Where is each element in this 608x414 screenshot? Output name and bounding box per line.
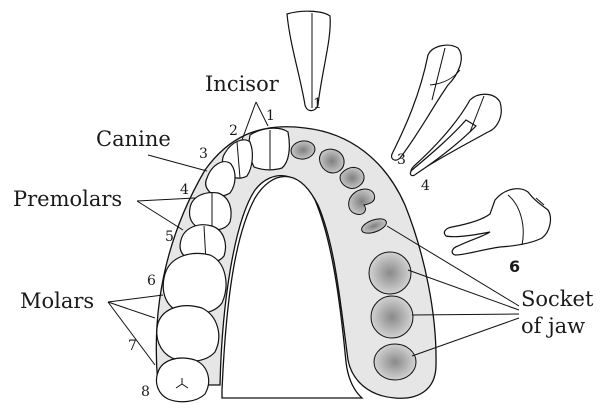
tooth-number-4: 4 bbox=[421, 178, 430, 194]
socket-canine bbox=[340, 167, 364, 188]
arch-number-1: 1 bbox=[266, 108, 275, 124]
label-premolars: Premolars bbox=[13, 187, 122, 211]
label-socket: Socket bbox=[521, 287, 594, 311]
arch-molar-1 bbox=[163, 253, 226, 313]
arch-molar-3 bbox=[156, 358, 208, 402]
label-of-jaw: of jaw bbox=[521, 314, 585, 338]
label-molars: Molars bbox=[20, 289, 94, 313]
socket-molar-1 bbox=[369, 252, 411, 294]
arch-number-2: 2 bbox=[229, 123, 238, 139]
tooth-number-3: 3 bbox=[397, 152, 406, 168]
socket-molar-3 bbox=[374, 344, 416, 380]
arch-number-7: 7 bbox=[128, 338, 137, 354]
tooth-molar-detail bbox=[444, 189, 550, 255]
label-canine: Canine bbox=[96, 127, 171, 151]
arch-number-8: 8 bbox=[141, 384, 150, 400]
arch-number-6: 6 bbox=[147, 273, 156, 289]
tooth-incisor-detail bbox=[287, 11, 330, 110]
arch-number-3: 3 bbox=[199, 146, 208, 162]
arch-incisor-1 bbox=[249, 128, 289, 170]
tooth-number-6: 6 bbox=[509, 257, 520, 276]
arch-molar-2 bbox=[157, 306, 219, 362]
arch-number-5: 5 bbox=[165, 229, 174, 245]
tooth-number-1: 1 bbox=[313, 96, 322, 112]
label-incisor: Incisor bbox=[205, 72, 280, 96]
arch-number-4: 4 bbox=[180, 182, 189, 198]
socket-molar-2 bbox=[371, 296, 413, 338]
